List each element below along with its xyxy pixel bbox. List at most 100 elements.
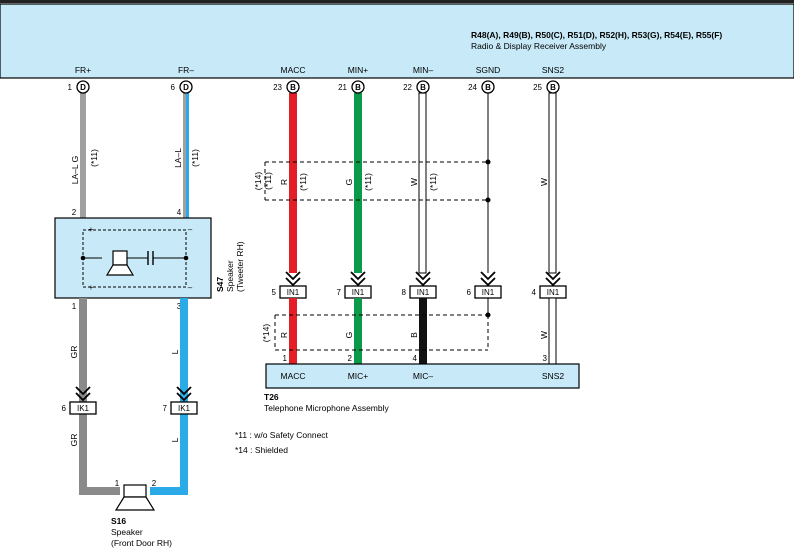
front-speaker: 1 2 S16 Speaker (Front Door RH) — [111, 479, 172, 548]
mic-pin-label-mic-plus: MIC+ — [348, 371, 369, 381]
wire-label-fr-plus: LA–L G — [70, 156, 80, 185]
in1-num-min-plus: 7 — [337, 288, 342, 297]
in1-label-min-minus: IN1 — [417, 288, 430, 297]
tweeter-plus-bottom: + — [89, 283, 94, 292]
front-speaker-code: S16 — [111, 516, 126, 526]
in1-arrow-min-plus-icon — [350, 271, 366, 287]
conn-letter-macc: B — [290, 83, 296, 92]
tweeter-minus-top: – — [188, 225, 193, 234]
upper-wires: LA–L G (*11) LA–L (*11) R (*11) G (*11) … — [70, 92, 557, 274]
mic-pin-num-4: 4 — [413, 354, 418, 363]
tweeter-minus-bottom: – — [188, 283, 193, 292]
wire-sns2-white — [548, 92, 557, 274]
upper-shield-dot-bottom — [485, 197, 491, 203]
upper-shield: (*14) (*11) — [253, 159, 491, 203]
front-speaker-pin-1: 1 — [115, 479, 120, 488]
lower-shield-note: (*14) — [261, 324, 271, 343]
wire-note-min-minus: (*11) — [428, 173, 438, 191]
pin-label-sgnd: SGND — [476, 65, 501, 75]
wire-fr-minus-gray — [183, 93, 186, 218]
notes: *11 : w/o Safety Connect *14 : Shielded — [235, 430, 329, 455]
ik1-arrow-right-icon — [176, 386, 192, 402]
receiver-assembly: R48(A), R49(B), R50(C), R51(D), R52(H), … — [0, 3, 794, 79]
tweeter-pin-2: 2 — [72, 208, 77, 217]
wire-macc-red — [289, 93, 297, 273]
wire-note-fr-minus: (*11) — [190, 149, 200, 167]
wire-min-plus-green — [354, 93, 362, 273]
conn-letter-sns2: B — [550, 83, 556, 92]
mic-wire-label-macc: R — [279, 332, 289, 338]
tweeter-pin-3: 3 — [177, 302, 182, 311]
tweeter-sub: (Tweeter RH) — [235, 241, 245, 292]
wire-mic-minus-black — [419, 298, 427, 364]
in1-arrow-min-minus-icon — [415, 271, 431, 287]
mic-pin-label-sns2: SNS2 — [542, 371, 564, 381]
pin-num-fr-plus: 1 — [68, 83, 73, 92]
receiver-connectors: D D B B B B B — [76, 80, 560, 94]
in1-arrow-macc-icon — [285, 271, 301, 287]
pin-label-macc: MACC — [280, 65, 305, 75]
top-border — [0, 0, 794, 3]
wire-label-l-upper: L — [170, 349, 180, 354]
wire-label-fr-minus: LA–L — [173, 148, 183, 168]
note-11: *11 : w/o Safety Connect — [235, 430, 329, 440]
upper-shield-note2: (*11) — [263, 172, 273, 190]
wire-l-lower — [150, 414, 188, 495]
in1-label-sgnd: IN1 — [482, 288, 495, 297]
conn-circle-sgnd — [481, 80, 495, 94]
mic-pin-num-1: 1 — [283, 354, 288, 363]
wire-label-sns2: W — [539, 178, 549, 186]
wire-l-upper — [180, 298, 188, 406]
ik1-connectors: IK1 6 IK1 7 — [62, 386, 198, 415]
receiver-name: Radio & Display Receiver Assembly — [471, 41, 607, 51]
in1-num-sns2: 4 — [532, 288, 537, 297]
note-14: *14 : Shielded — [235, 445, 288, 455]
mic-box — [265, 363, 580, 389]
ik1-num-left: 6 — [62, 404, 67, 413]
pin-num-sgnd: 24 — [468, 83, 477, 92]
pin-num-min-minus: 22 — [403, 83, 412, 92]
lower-shield: (*14) — [261, 312, 491, 351]
front-speaker-pin-2: 2 — [152, 479, 157, 488]
tweeter-code: S47 — [215, 277, 225, 292]
front-speaker-icon — [114, 484, 156, 511]
mic-wire-label-sns2: W — [539, 331, 549, 339]
speaker-lower-wires: GR L GR L — [69, 298, 188, 495]
pin-num-min-plus: 21 — [338, 83, 347, 92]
in1-arrow-sgnd-icon — [480, 271, 496, 287]
ik1-label-right: IK1 — [178, 404, 191, 413]
mic-wire-label-plus: G — [344, 332, 354, 339]
wire-fr-minus-blue — [186, 93, 189, 218]
pin-label-fr-minus: FR– — [178, 65, 194, 75]
upper-shield-dot-top — [485, 159, 491, 165]
ik1-box-left — [69, 401, 97, 415]
wire-mic-macc-red — [289, 298, 297, 364]
conn-letter-min-plus: B — [355, 83, 361, 92]
wire-label-gr-lower: GR — [69, 434, 79, 447]
tweeter-plus-top: + — [89, 225, 94, 234]
receiver-box — [0, 3, 794, 79]
in1-label-macc: IN1 — [287, 288, 300, 297]
mic-name: Telephone Microphone Assembly — [264, 403, 389, 413]
wire-note-macc: (*11) — [298, 173, 308, 191]
wire-gr-lower — [79, 414, 120, 495]
ik1-box-right — [170, 401, 198, 415]
tweeter-name: Speaker — [225, 260, 235, 292]
wire-label-l-lower: L — [170, 437, 180, 442]
upper-shield-box — [264, 161, 488, 201]
in1-num-min-minus: 8 — [402, 288, 407, 297]
upper-shield-note: (*14) — [253, 172, 263, 191]
wire-min-minus-white — [418, 92, 427, 274]
tweeter-pin-4: 4 — [177, 208, 182, 217]
conn-letter-sgnd: B — [485, 83, 491, 92]
wire-gr-upper — [79, 298, 87, 406]
in1-label-min-plus: IN1 — [352, 288, 365, 297]
lower-shield-box — [274, 314, 489, 351]
in1-connectors: IN1 5 IN1 7 IN1 8 IN1 6 IN1 4 — [272, 271, 567, 299]
wire-fr-plus — [80, 93, 86, 218]
receiver-pins: FR+ FR– MACC MIN+ MIN– SGND SNS2 1 6 23 … — [68, 65, 565, 92]
tweeter-speaker-icon — [83, 250, 186, 276]
conn-circle-min-plus — [351, 80, 365, 94]
wire-mic-sns2-white — [548, 297, 557, 365]
mic-assembly: 1 2 4 3 MACC MIC+ MIC– SNS2 T26 Telephon… — [264, 354, 580, 413]
